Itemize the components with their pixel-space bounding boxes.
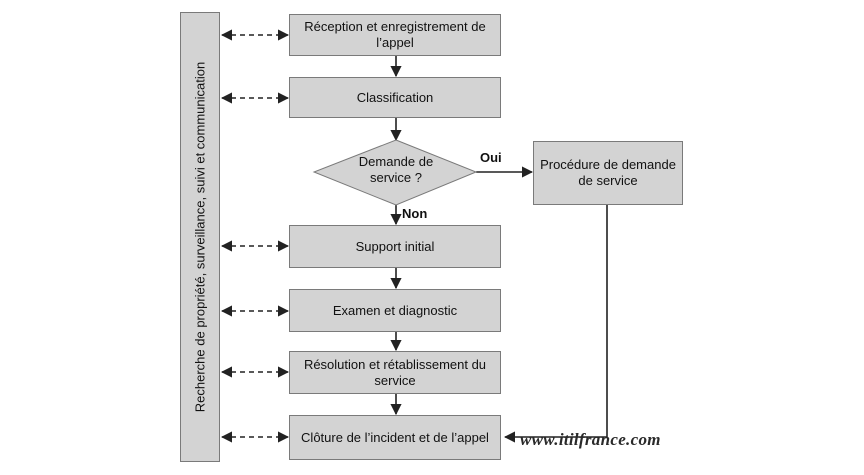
- sidebar-panel: Recherche de propriété, surveillance, su…: [180, 12, 220, 462]
- watermark: www.itilfrance.com: [520, 430, 661, 449]
- step-resolution: Résolution et rétablissement du service: [289, 351, 501, 394]
- step-procedure-demande: Procédure de demande de service: [533, 141, 683, 205]
- decision-label: Demande de service ?: [358, 154, 434, 186]
- arrow-procedure-cloture: [503, 205, 608, 443]
- step-classification: Classification: [289, 77, 501, 118]
- step-support-initial: Support initial: [289, 225, 501, 268]
- edge-label-non: Non: [402, 206, 428, 221]
- step-cloture: Clôture de l’incident et de l’appel: [289, 415, 501, 460]
- decision-diamond: [312, 139, 478, 206]
- step-examen-diagnostic: Examen et diagnostic: [289, 289, 501, 332]
- edge-label-oui: Oui: [480, 150, 502, 165]
- step-reception: Réception et enregistrement de l’appel: [289, 14, 501, 56]
- sidebar-label: Recherche de propriété, surveillance, su…: [192, 61, 208, 413]
